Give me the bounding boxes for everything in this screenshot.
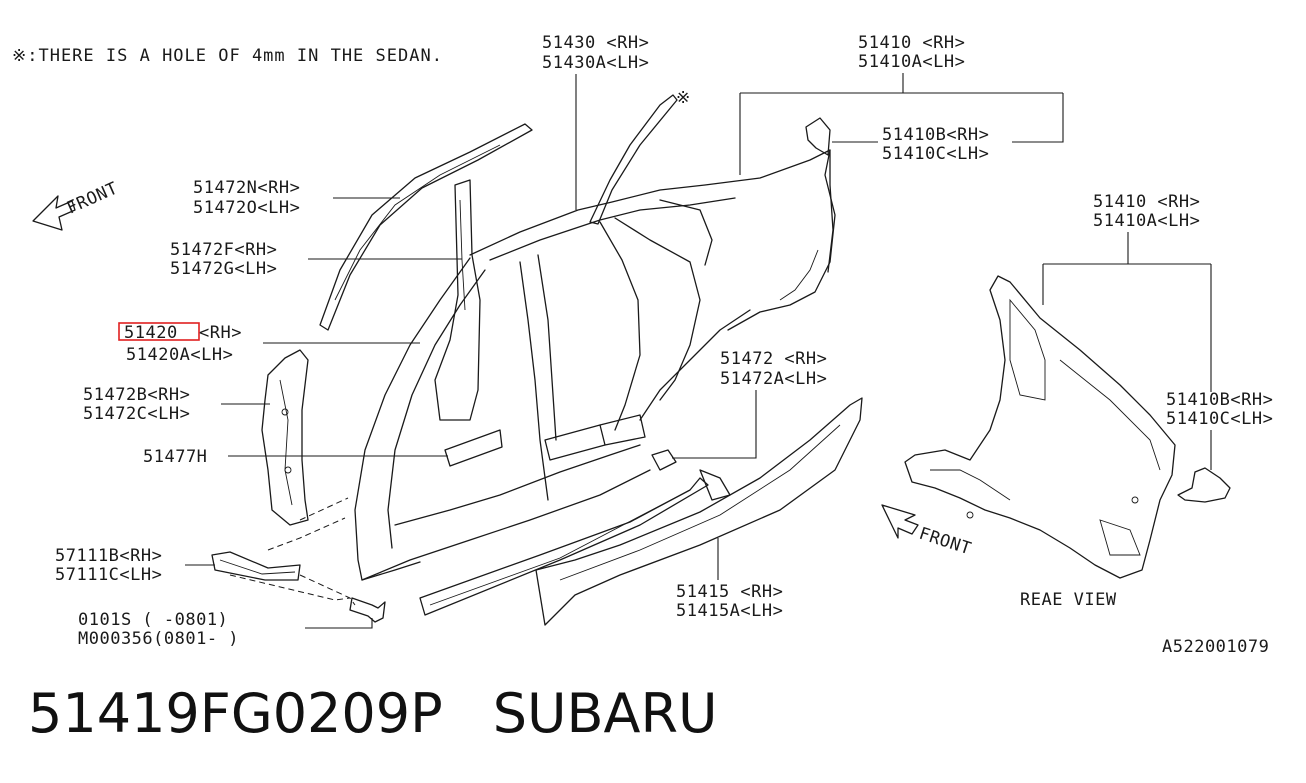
label-51410a-lh-right: 51410A<LH> (1093, 211, 1200, 231)
label-51410-rh-top: 51410 <RH> (858, 33, 965, 53)
label-51415a-lh: 51415A<LH> (676, 601, 783, 621)
front-label-right: FRONT (916, 524, 973, 560)
label-51472c-lh: 51472C<LH> (83, 404, 190, 424)
label-51420a-lh: 51420A<LH> (126, 345, 233, 365)
label-51472b-rh: 51472B<RH> (83, 385, 190, 405)
bolt-0101s (349, 597, 386, 623)
label-57111c-lh: 57111C<LH> (55, 565, 162, 585)
rear-view-quarter-panel (904, 275, 1231, 579)
label-51410a-lh-top: 51410A<LH> (858, 52, 965, 72)
label-0101s: 0101S ( -0801) (78, 610, 228, 630)
label-51410-rh-right: 51410 <RH> (1093, 192, 1200, 212)
label-51430-rh: 51430 <RH> (542, 33, 649, 53)
bracket-57111b (211, 551, 301, 581)
label-51410c-lh-top: 51410C<LH> (882, 144, 989, 164)
front-arrow-right: FRONT (881, 504, 974, 560)
label-51415-rh: 51415 <RH> (676, 582, 783, 602)
sedan-hole-note: ※:THERE IS A HOLE OF 4mm IN THE SEDAN. (12, 46, 443, 66)
label-57111b-rh: 57111B<RH> (55, 546, 162, 566)
front-arrow-left: FRONT (32, 178, 121, 231)
footer-caption: 51419FG0209P SUBARU (28, 682, 768, 745)
label-51472o-lh: 51472O<LH> (193, 198, 300, 218)
note-mark-51430: ※ (676, 88, 691, 108)
label-51472a-lh: 51472A<LH> (720, 369, 827, 389)
footer-brand: SUBARU (492, 682, 718, 745)
label-51420-rh: <RH> (199, 323, 242, 343)
diagram-id: A522001079 (1162, 637, 1269, 657)
label-51472n-rh: 51472N<RH> (193, 178, 300, 198)
label-51410b-rh-top: 51410B<RH> (882, 125, 989, 145)
front-label-left: FRONT (64, 178, 121, 218)
label-51472-rh: 51472 <RH> (720, 349, 827, 369)
highlight-51420 (118, 322, 200, 341)
label-51410b-rh-right: 51410B<RH> (1166, 390, 1273, 410)
rear-view-label: REAE VIEW (1020, 590, 1117, 610)
label-51420-code: 51420 (124, 323, 178, 343)
footer-part-number: 51419FG0209P (28, 682, 443, 745)
sill-panel-51472 (419, 477, 709, 616)
label-51472f-rh: 51472F<RH> (170, 240, 277, 260)
rocker-panel-51415 (535, 397, 863, 626)
label-51472g-lh: 51472G<LH> (170, 259, 277, 279)
label-51410c-lh-right: 51410C<LH> (1166, 409, 1273, 429)
label-51430a-lh: 51430A<LH> (542, 53, 649, 73)
label-m000356: M000356(0801- ) (78, 629, 239, 649)
front-pillar-inner (261, 349, 309, 526)
label-51477h: 51477H (143, 447, 207, 467)
side-body-panel (319, 94, 836, 581)
